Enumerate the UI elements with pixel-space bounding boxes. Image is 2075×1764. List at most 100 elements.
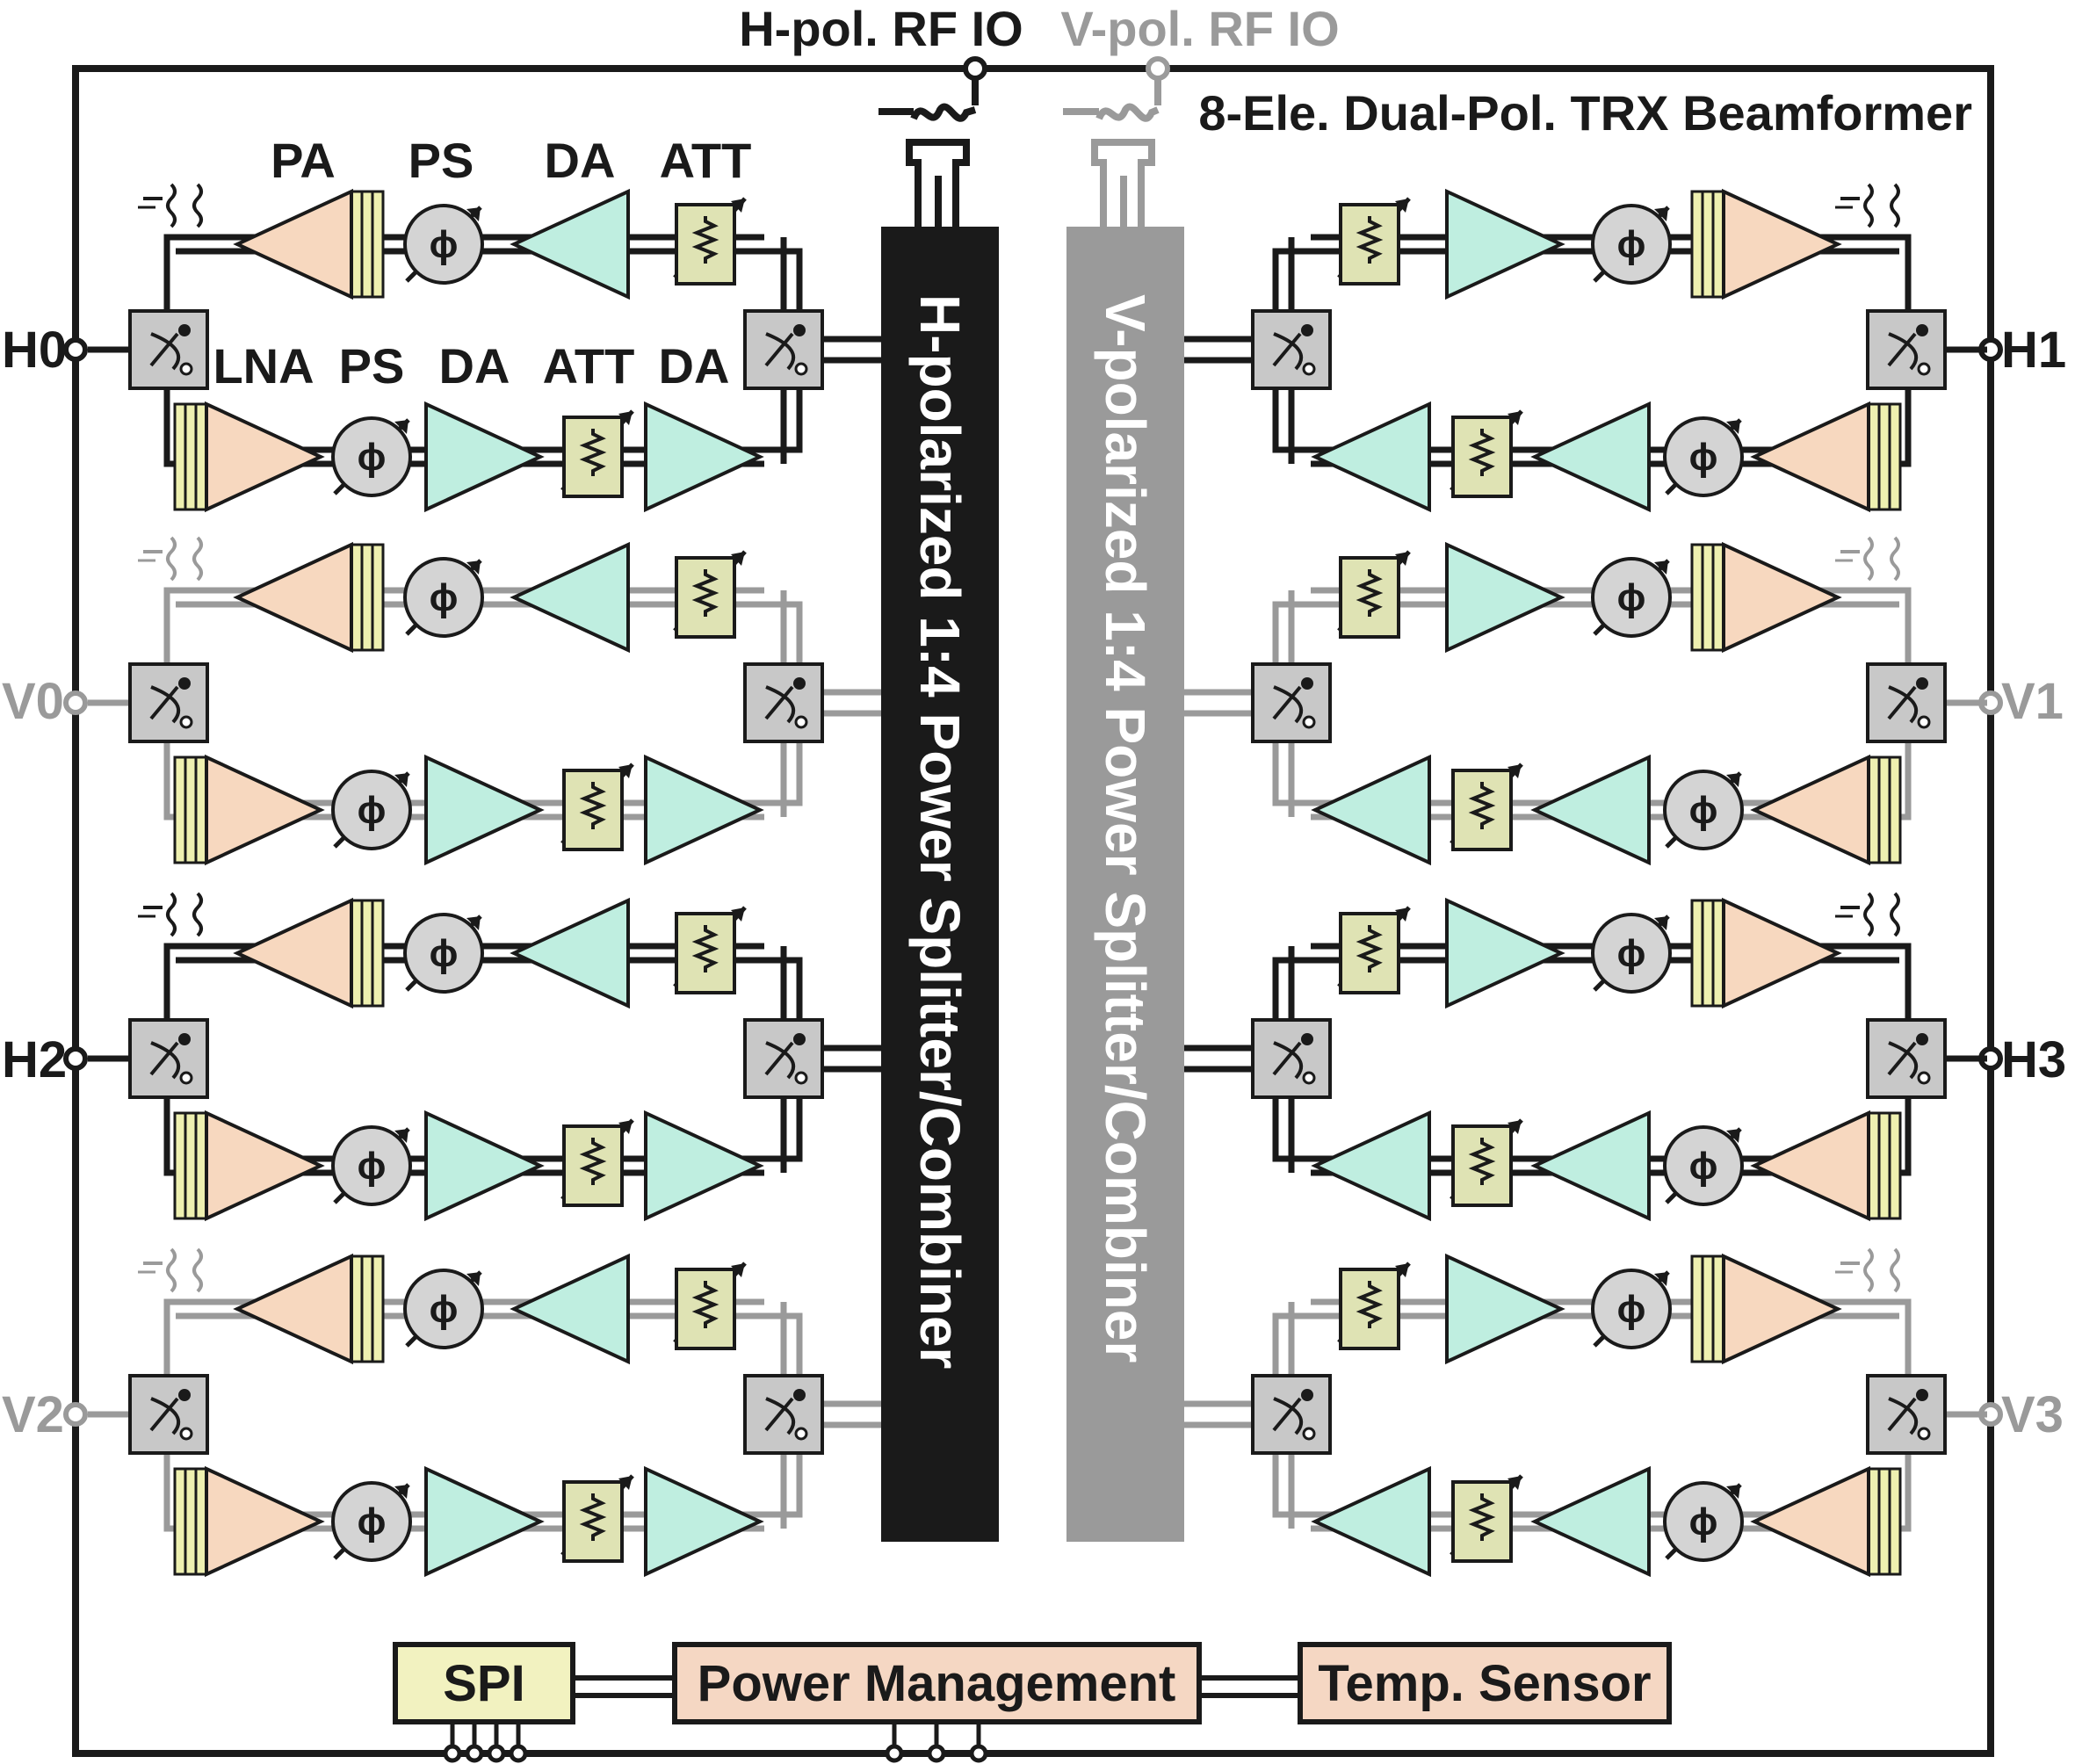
control-blocks: SPI Power Management Temp. Sensor [393,1642,1672,1763]
tx-labels: PA PS DA ATT [271,133,751,188]
switch-box [1251,1374,1332,1455]
phase-shifter-icon [1663,416,1744,497]
balun-icon [166,892,177,937]
switch-box [1251,662,1332,743]
driver-amplifier-icon [510,188,630,300]
phase-symbol: ϕ [358,1500,387,1544]
switch-box [743,1018,824,1099]
power-amplifier-icon [1722,188,1842,300]
driver-amplifier-icon [644,1465,764,1578]
phase-shifter-icon [1591,1269,1672,1349]
phase-symbol: ϕ [358,1145,387,1188]
lna-icon [1750,1110,1870,1222]
phase-symbol: ϕ [1617,1288,1646,1331]
balun-icon [166,536,177,582]
port-v2: V2 [2,1386,64,1443]
h-splitter-bar [881,227,999,1542]
switch-box [128,1018,209,1099]
driver-amplifier-icon [510,897,630,1009]
channel-lane-h3: ϕϕ [1184,892,2003,1222]
driver-amplifier-icon [644,1110,764,1222]
switch-box [1251,1018,1332,1099]
port-pin-h2 [63,1046,88,1071]
power-amplifier-icon [1722,897,1842,1009]
balun-icon [1863,892,1874,937]
driver-amplifier-icon [1311,401,1431,513]
driver-amplifier-icon [1445,1253,1565,1365]
phase-symbol: ϕ [1689,1500,1718,1544]
lna-icon [205,1465,325,1578]
driver-amplifier-icon [424,401,545,513]
phase-shifter-icon [331,416,412,497]
port-pin-v2 [63,1402,88,1427]
balun-icon [166,1247,177,1293]
driver-amplifier-icon [510,1253,630,1365]
spi-label: SPI [443,1655,525,1712]
port-v3: V3 [2001,1386,2064,1443]
driver-amplifier-icon [1445,188,1565,300]
driver-amplifier-icon [1311,1465,1431,1578]
driver-amplifier-icon [1445,897,1565,1009]
phase-symbol: ϕ [1689,789,1718,832]
driver-amplifier-icon [424,1110,545,1222]
port-v0: V0 [2,673,64,730]
phase-symbol: ϕ [430,576,459,619]
phase-symbol: ϕ [430,932,459,975]
phase-shifter-icon [1591,557,1672,638]
channel-lane-h2: ϕϕ [63,892,881,1222]
chip-boundary [72,65,1994,1757]
phase-shifter-icon [403,204,484,285]
channel-lane-v2: ϕϕ [63,1247,881,1578]
phase-symbol: ϕ [358,436,387,479]
lna-icon [1750,401,1870,513]
power-management-label: Power Management [698,1655,1176,1712]
port-h2: H2 [2,1031,67,1088]
driver-amplifier-icon [1530,754,1651,866]
driver-amplifier-icon [1530,401,1651,513]
label-da-tx: DA [545,133,616,188]
label-att-rx: ATT [543,338,635,394]
phase-symbol: ϕ [358,789,387,832]
balun-icon [166,183,177,228]
lna-icon [1750,754,1870,866]
phase-symbol: ϕ [1617,223,1646,266]
h-splitter-label: H-polarized 1:4 Power Splitter/Combiner [908,294,972,1369]
power-management-block [672,1642,1202,1724]
lna-icon [205,1110,325,1222]
channel-lane-v3: ϕϕ [1184,1247,2003,1578]
channel-lane-h1: ϕϕ [1184,183,2003,513]
spi-pins [443,1722,528,1763]
switch-box [1251,309,1332,390]
driver-amplifier-icon [1311,1110,1431,1222]
switch-box [1866,662,1947,743]
label-da-rx1: DA [439,338,510,394]
label-att-tx: ATT [660,133,752,188]
v-rf-io-label: V-pol. RF IO [1060,1,1339,56]
power-amplifier-icon [1722,541,1842,654]
h-rf-io-pin[interactable] [963,56,987,81]
driver-amplifier-icon [1530,1110,1651,1222]
switch-box [128,1374,209,1455]
phase-shifter-icon [1663,1481,1744,1562]
label-lna: LNA [213,338,314,394]
port-h0: H0 [2,322,67,379]
v-feed [1063,69,1161,227]
phase-symbol: ϕ [1689,436,1718,479]
temp-sensor-block [1298,1642,1672,1724]
diagram-title: 8-Ele. Dual-Pol. TRX Beamformer [1198,85,1972,141]
rx-labels: LNA PS DA ATT DA [213,338,729,394]
v-rf-io-pin[interactable] [1146,56,1170,81]
port-h1: H1 [2001,322,2066,379]
phase-symbol: ϕ [430,223,459,266]
balun-icon [1863,536,1874,582]
attenuator-icon [675,912,736,994]
phase-shifter-icon [1591,204,1672,285]
balun-icon [1863,1247,1874,1293]
label-pa: PA [271,133,336,188]
switch-box [128,309,209,390]
power-amplifier-icon [233,897,353,1009]
phase-shifter-icon [331,770,412,850]
driver-amplifier-icon [1311,754,1431,866]
switch-box [1866,1374,1947,1455]
